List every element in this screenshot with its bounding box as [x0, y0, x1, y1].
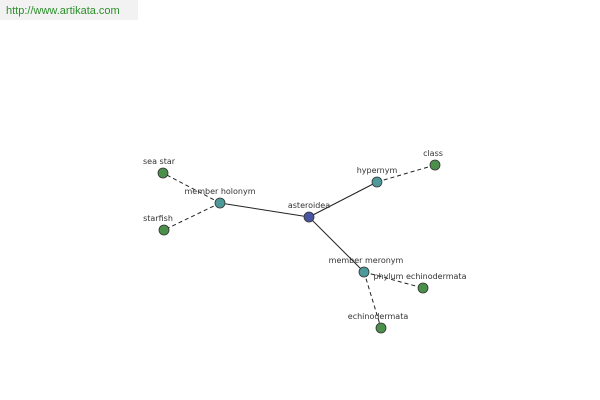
node-sea-star[interactable]: [157, 167, 169, 179]
edge-asteroidea-member-holonym: [219, 202, 310, 218]
nodes-layer: [157, 159, 441, 334]
node-asteroidea[interactable]: [303, 211, 315, 223]
node-label-sea-star[interactable]: sea star: [143, 157, 176, 166]
node-member-holonym[interactable]: [214, 197, 226, 209]
node-label-hypernym[interactable]: hypernym: [357, 166, 398, 175]
edge-member-holonym-sea-star: [162, 172, 221, 204]
labels-layer: asteroidea member holonym hypernym member m…: [143, 149, 467, 321]
node-label-member-meronym[interactable]: member meronym: [329, 256, 404, 265]
node-label-member-holonym[interactable]: member holonym: [184, 187, 255, 196]
edge-member-meronym-phylum-echinodermata: [363, 271, 424, 289]
node-label-asteroidea[interactable]: asteroidea: [288, 201, 330, 210]
node-label-starfish[interactable]: starfish: [143, 214, 173, 223]
node-label-class[interactable]: class: [423, 149, 443, 158]
node-label-echinodermata[interactable]: echinodermata: [348, 312, 409, 321]
edge-asteroidea-member-meronym: [308, 216, 365, 273]
node-class[interactable]: [429, 159, 441, 171]
node-echinodermata[interactable]: [375, 322, 387, 334]
node-member-meronym[interactable]: [358, 266, 370, 278]
source-link[interactable]: http://www.artikata.com: [0, 0, 138, 20]
edge-hypernym-class: [376, 164, 436, 183]
node-hypernym[interactable]: [371, 176, 383, 188]
edge-member-meronym-echinodermata: [363, 271, 382, 329]
node-starfish[interactable]: [158, 224, 170, 236]
edge-asteroidea-hypernym: [308, 181, 378, 218]
edges-layer: [162, 164, 436, 329]
edge-member-holonym-starfish: [163, 202, 221, 231]
node-phylum-echinodermata[interactable]: [417, 282, 429, 294]
node-label-phylum-echinodermata[interactable]: phylum echinodermata: [374, 272, 467, 281]
